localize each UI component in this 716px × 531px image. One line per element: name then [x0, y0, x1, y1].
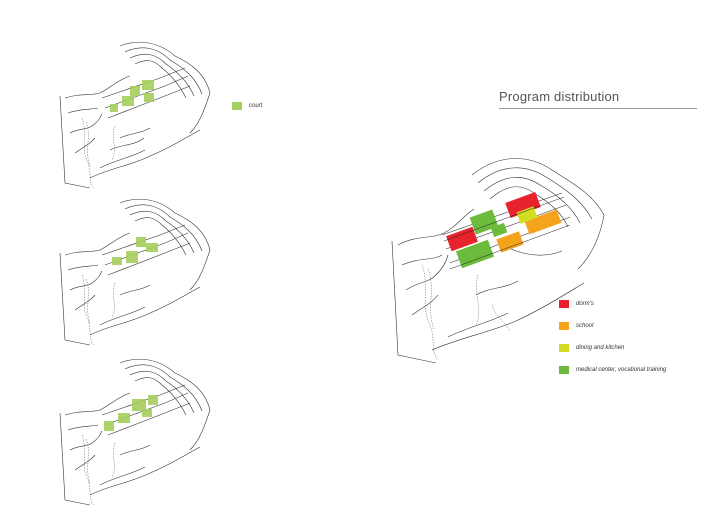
legend-label: school [576, 323, 594, 329]
dorms-swatch [559, 300, 569, 308]
site-plan-court-1 [59, 38, 220, 189]
legend-label: dorm's [576, 301, 594, 307]
dining-blocks [516, 206, 538, 224]
court-legend: court [232, 102, 262, 110]
site-plan-drawing [59, 358, 211, 506]
site-plan-drawing [59, 198, 211, 346]
site-plan-court-3 [59, 355, 220, 506]
medical-blocks [455, 209, 508, 269]
legend-medical: medical center, vocational training [559, 366, 666, 374]
site-plan-program [391, 145, 612, 365]
site-plan-drawing [59, 41, 211, 189]
title-divider [499, 108, 697, 109]
school-blocks [496, 209, 562, 253]
legend-dining: dining and kitchen [559, 344, 624, 352]
legend-dorms: dorm's [559, 300, 594, 308]
diagram-title: Program distribution [499, 89, 620, 104]
legend-label: dining and kitchen [576, 345, 625, 351]
school-swatch [559, 322, 569, 330]
site-plan-court-2 [59, 195, 220, 346]
medical-swatch [559, 366, 569, 374]
dorms-blocks [446, 192, 541, 252]
court-legend-label: court [249, 103, 263, 109]
legend-school: school [559, 322, 593, 330]
program-site-drawing [391, 158, 605, 364]
dining-swatch [559, 344, 569, 352]
court-swatch [232, 102, 242, 110]
legend-label: medical center, vocational training [576, 367, 667, 373]
